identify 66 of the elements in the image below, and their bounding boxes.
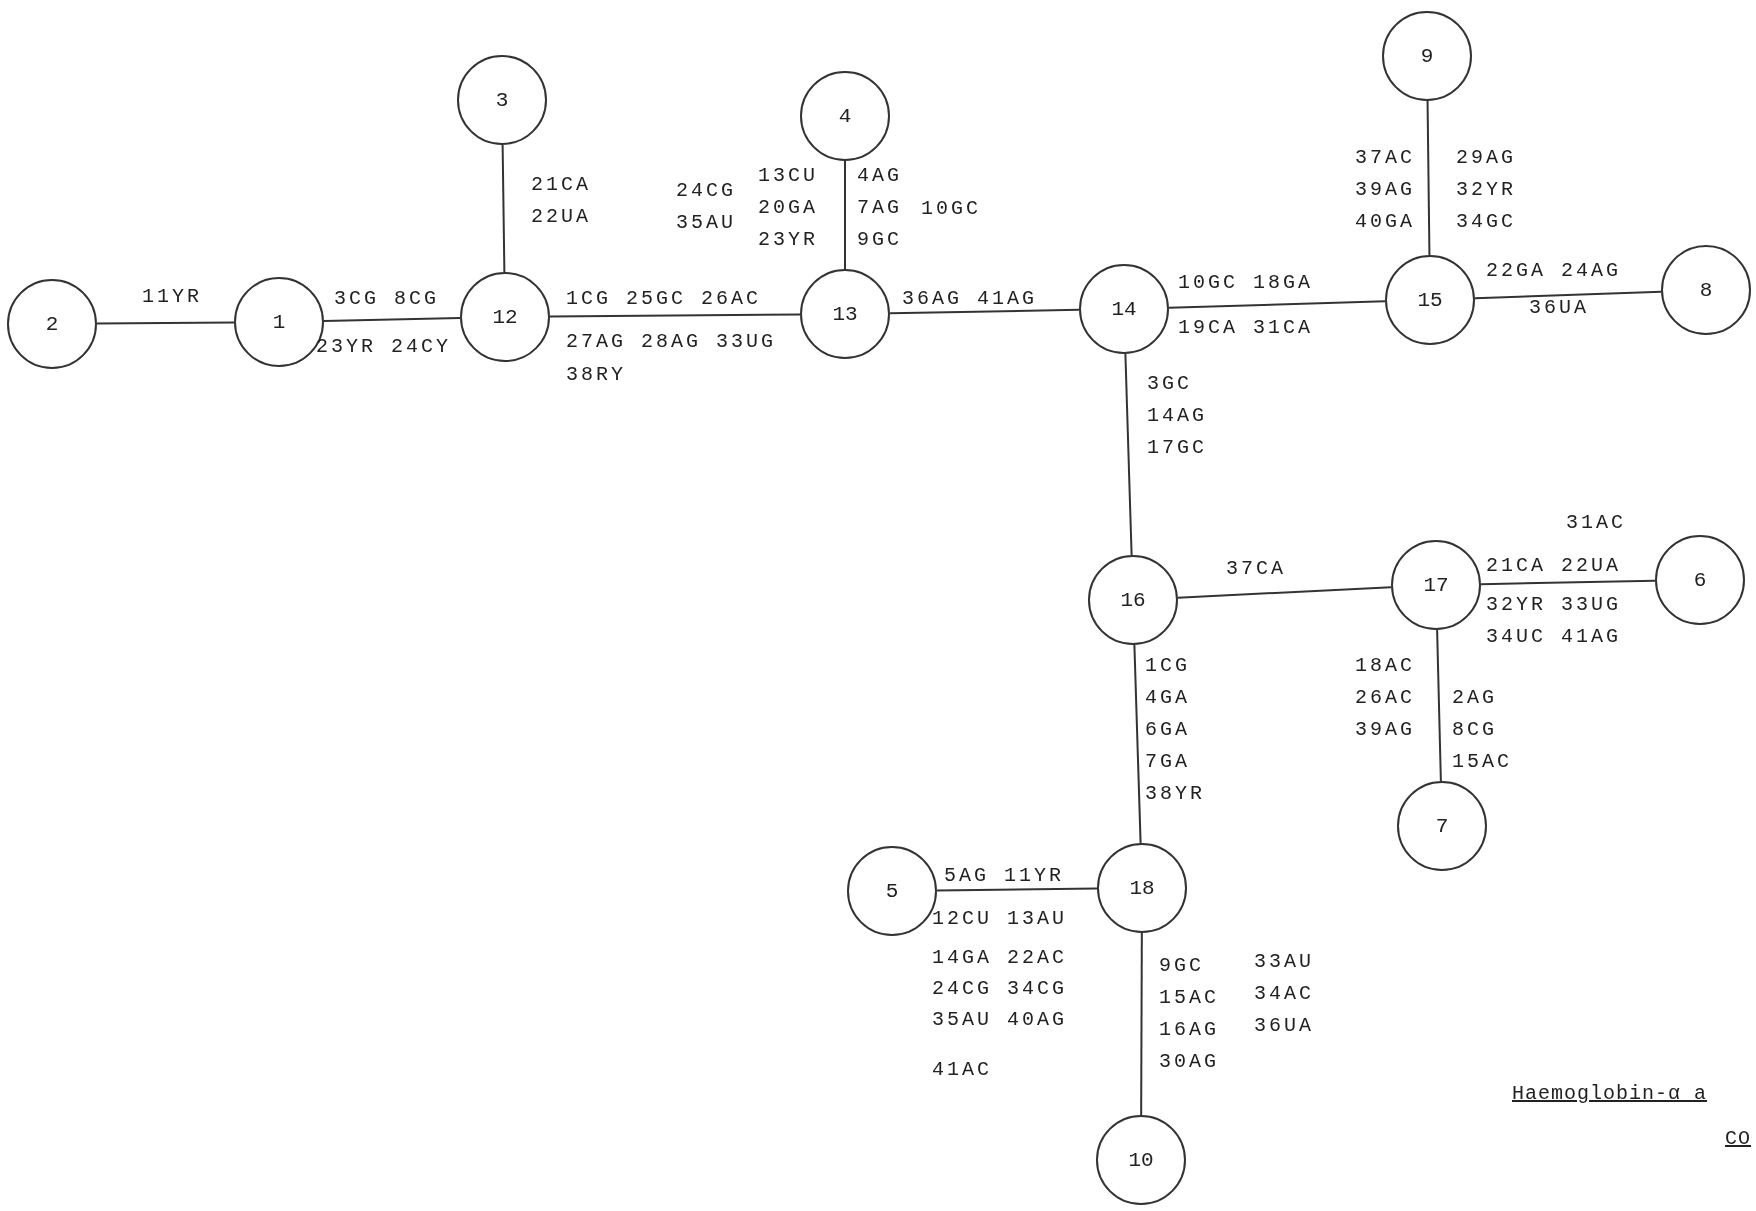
branch-line	[1473, 290, 1663, 300]
mutation-label: 9GC 15AC 16AG 30AG	[1159, 953, 1219, 1075]
mutation-label: 3GC 14AG 17GC	[1147, 371, 1207, 461]
mutation-label: 36AG 41AG	[902, 286, 1038, 312]
node-circle: 4	[800, 71, 890, 161]
branch-line	[96, 321, 235, 325]
mutation-label: 1CG 25GC 26AC	[566, 286, 762, 312]
node-circle: 15	[1385, 255, 1475, 345]
mutation-label: 24CG 34CG	[932, 976, 1068, 1002]
mutation-label: 27AG 28AG 33UG	[566, 329, 777, 355]
mutation-label: 2AG 8CG 15AC	[1452, 685, 1512, 775]
branch-line	[1436, 629, 1442, 782]
mutation-label: 14GA 22AC	[932, 945, 1068, 971]
caption-text: Haemoglobin-α a	[1512, 1081, 1708, 1107]
node-circle: 7	[1397, 781, 1487, 871]
branch-line	[936, 887, 1098, 892]
node-circle: 8	[1661, 245, 1751, 335]
mutation-label: 24CG 35AU	[676, 178, 736, 236]
node-circle: 3	[457, 55, 547, 145]
mutation-label: 29AG 32YR 34GC	[1456, 145, 1516, 235]
mutation-label: 37AC 39AG 40GA	[1355, 145, 1415, 235]
branch-line	[1176, 586, 1393, 599]
node-circle: 6	[1655, 535, 1745, 625]
mutation-label: 3CG 8CG	[334, 286, 439, 312]
mutation-label: 5AG 11YR	[944, 863, 1064, 889]
node-circle: 16	[1088, 555, 1178, 645]
branch-line	[1480, 579, 1656, 586]
branch-line	[1426, 100, 1431, 256]
mutation-label: 38RY	[566, 362, 626, 388]
branch-line	[1140, 932, 1143, 1116]
mutation-label: 19CA 31CA	[1178, 315, 1314, 341]
mutation-label: 32YR 33UG	[1486, 592, 1622, 618]
mutation-label: 1CG 4GA 6GA 7GA 38YR	[1145, 653, 1205, 807]
node-circle: 2	[7, 279, 97, 369]
mutation-label: 34UC 41AG	[1486, 624, 1622, 650]
mutation-label: 22GA 24AG	[1486, 258, 1622, 284]
mutation-label: 10GC	[921, 196, 981, 222]
branch-line	[889, 308, 1080, 315]
node-circle: 17	[1391, 540, 1481, 630]
branch-line	[1124, 353, 1133, 556]
caption-text: CO	[1725, 1126, 1751, 1152]
mutation-label: 37CA	[1226, 556, 1286, 582]
node-circle: 18	[1097, 843, 1187, 933]
branch-line	[501, 144, 506, 273]
mutation-label: 18AC 26AC 39AG	[1355, 653, 1415, 743]
mutation-label: 4AG 7AG 9GC	[857, 163, 902, 253]
mutation-label: 35AU 40AG	[932, 1007, 1068, 1033]
mutation-label: 41AC	[932, 1057, 992, 1083]
branch-line	[323, 317, 461, 322]
mutation-label: 11YR	[142, 284, 202, 310]
mutation-label: 33AU 34AC 36UA	[1254, 949, 1314, 1039]
node-circle: 12	[460, 272, 550, 362]
mutation-label: 13CU 20GA 23YR	[758, 163, 818, 253]
mutation-label: 21CA 22UA	[1486, 553, 1622, 579]
mutation-label: 31AC	[1566, 510, 1626, 536]
branch-line	[844, 160, 846, 270]
branch-line	[549, 313, 801, 318]
node-circle: 13	[800, 269, 890, 359]
node-circle: 10	[1096, 1115, 1186, 1205]
node-circle: 14	[1079, 264, 1169, 354]
mutation-label: 36UA	[1529, 295, 1589, 321]
branch-line	[1168, 300, 1386, 309]
mutation-label: 10GC 18GA	[1178, 270, 1314, 296]
branch-line	[1133, 644, 1142, 844]
node-circle: 9	[1382, 11, 1472, 101]
mutation-label: 21CA 22UA	[531, 172, 591, 230]
